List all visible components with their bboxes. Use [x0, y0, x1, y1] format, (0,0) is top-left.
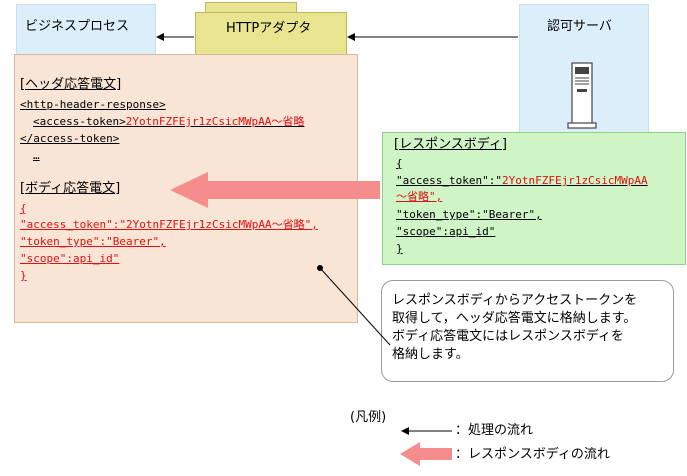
legend-title: (凡例) — [350, 410, 387, 425]
response-scope: "scope":api_id" — [396, 225, 496, 238]
header-line-1: <http-header-response> — [20, 98, 166, 111]
note-line-2: 取得して，ヘッダ応答電文に格納します。 — [392, 311, 637, 326]
body-message-title: [ボディ応答電文] — [20, 181, 121, 196]
business-process-label: ビジネスプロセス — [25, 19, 130, 34]
server-icon — [567, 62, 597, 129]
header-line-2-token: 2YotnFZFEjr1zCsicMWpAA～省略 — [125, 115, 305, 128]
response-open-brace: { — [396, 157, 403, 170]
header-line-2: <access-token>2YotnFZFEjr1zCsicMWpAA～省略 — [33, 114, 304, 130]
header-message-title: [ヘッダ応答電文] — [20, 77, 122, 92]
body-close-brace: } — [20, 269, 27, 282]
auth-server-label: 認可サーバ — [547, 19, 612, 34]
header-line-4: … — [33, 149, 40, 162]
http-adapter-tab — [205, 2, 297, 15]
header-line-2-prefix: <access-token> — [33, 115, 126, 128]
note-line-3: ボディ応答電文にはレスポンスボディを — [392, 329, 624, 344]
response-body-flow-arrow — [170, 172, 380, 208]
header-line-3: </access-token> — [20, 132, 120, 145]
note-line-1: レスポンスボディからアクセストークンを — [392, 293, 638, 308]
callout-line — [319, 267, 391, 346]
response-access-token-line: "access_token":"2YotnFZFEjr1zCsicMWpAA — [396, 173, 648, 189]
response-access-token-rest: ～省略", — [396, 190, 443, 203]
http-adapter-label: HTTPアダプタ — [226, 21, 312, 36]
note-line-4: 格納します。 — [392, 347, 469, 362]
legend-response-arrow — [400, 442, 452, 466]
auth-server-box: 認可サーバ — [519, 4, 649, 136]
legend-process-label: ：処理の流れ — [455, 423, 534, 438]
response-token-type: "token_type":"Bearer", — [396, 208, 542, 221]
response-body-box: [レスポンスボディ] { "access_token":"2YotnFZFEjr… — [382, 132, 686, 265]
note-callout: レスポンスボディからアクセストークンを 取得して，ヘッダ応答電文に格納します。 … — [381, 280, 674, 382]
response-access-token-value: 2YotnFZFEjr1zCsicMWpAA — [501, 174, 648, 187]
response-close-brace: } — [396, 242, 403, 255]
body-access-token: "access_token":"2YotnFZFEjr1zCsicMWpAA～省… — [20, 218, 318, 231]
legend-response-label: ：レスポンスボディの流れ — [455, 447, 610, 462]
body-open-brace: { — [20, 202, 27, 215]
response-access-token-prefix: "access_token":" — [396, 174, 502, 187]
body-scope: "scope":api_id" — [20, 252, 120, 265]
body-token-type: "token_type":"Bearer", — [20, 235, 166, 248]
response-body-title: [レスポンスボディ] — [394, 137, 507, 152]
